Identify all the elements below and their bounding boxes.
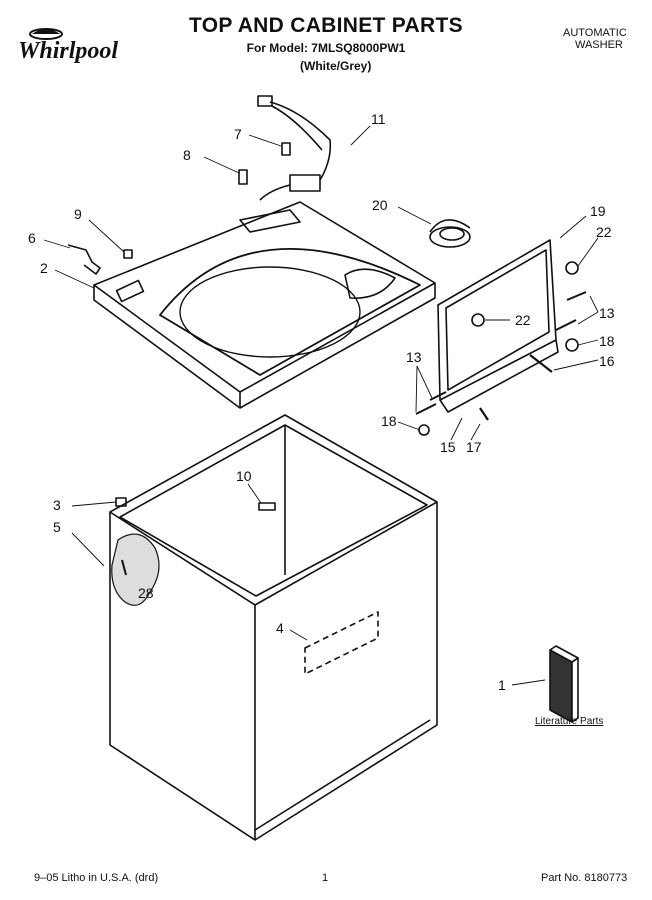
callout-19: 19 — [590, 203, 606, 219]
callout-22-upper: 22 — [596, 224, 612, 240]
callout-18-left: 18 — [381, 413, 397, 429]
cabinet-drawing — [109, 414, 438, 841]
leader-4 — [289, 629, 308, 641]
footer-part-number: Part No. 8180773 — [541, 872, 628, 884]
wire-harness-drawing — [239, 95, 332, 233]
callout-10: 10 — [236, 468, 252, 484]
callout-16: 16 — [599, 353, 615, 369]
leader-13-right-a — [589, 295, 599, 313]
leader-13-left-a — [415, 365, 418, 413]
leader-20 — [397, 206, 432, 225]
callout-9: 9 — [74, 206, 82, 222]
svg-text:Whirlpool: Whirlpool — [18, 38, 118, 64]
leader-7 — [248, 134, 282, 147]
leader-8 — [203, 156, 240, 174]
leader-13-left-b — [416, 365, 433, 399]
callout-18-right: 18 — [599, 333, 615, 349]
screw-7-drawing — [281, 142, 291, 156]
product-type-line-2: WASHER — [575, 39, 623, 51]
lid-hinge-17-drawing — [479, 407, 489, 421]
callout-28: 28 — [138, 585, 154, 601]
leader-22-upper — [577, 237, 599, 267]
leader-13-right-b — [577, 311, 599, 325]
callout-15: 15 — [440, 439, 456, 455]
literature-parts-label: Literature Parts — [535, 716, 604, 727]
footer-litho: 9–05 Litho in U.S.A. (drd) — [34, 872, 159, 884]
leader-5 — [71, 532, 105, 567]
leader-17 — [470, 423, 481, 441]
callout-6: 6 — [28, 230, 36, 246]
bumper-22-lower-drawing — [471, 313, 485, 327]
label-4-drawing — [304, 611, 379, 675]
leader-10 — [247, 483, 262, 504]
color-line: (White/Grey) — [300, 59, 372, 73]
callout-11: 11 — [371, 111, 386, 127]
callout-22-lower: 22 — [515, 312, 531, 328]
leader-16 — [553, 359, 599, 371]
callout-13-left: 13 — [406, 349, 422, 365]
bumper-22-upper-drawing — [565, 261, 579, 275]
page-title: TOP AND CABINET PARTS — [189, 14, 463, 37]
leader-3 — [71, 501, 117, 507]
leader-2 — [54, 269, 95, 289]
lid-hinge-16-drawing — [529, 354, 553, 373]
leader-18-right — [577, 339, 599, 346]
screw-10-drawing — [258, 502, 276, 511]
cutaway-28-drawing — [111, 533, 160, 606]
callout-8: 8 — [183, 147, 191, 163]
nut-18-right-drawing — [565, 338, 579, 352]
screw-8-drawing — [238, 169, 248, 185]
leader-9 — [88, 219, 125, 253]
callout-13-right: 13 — [599, 305, 615, 321]
leader-1 — [511, 679, 546, 686]
callout-4: 4 — [276, 620, 284, 636]
callout-1: 1 — [498, 677, 506, 693]
leader-18-left — [397, 421, 421, 431]
footer-page-number: 1 — [322, 872, 329, 884]
lid-19-drawing — [437, 239, 559, 413]
callout-17: 17 — [466, 439, 482, 455]
model-line: For Model: 7MLSQ8000PW1 — [246, 41, 406, 55]
whirlpool-logo: Whirlpool — [16, 26, 138, 68]
product-type-line-1: AUTOMATIC — [563, 27, 627, 39]
callout-7: 7 — [234, 126, 242, 142]
top-panel-drawing — [93, 201, 436, 409]
callout-5: 5 — [53, 519, 61, 535]
bleach-cup-20-drawing — [429, 219, 471, 248]
leader-11 — [350, 125, 371, 146]
leader-6 — [43, 239, 71, 249]
nut-18-left-drawing — [418, 424, 430, 436]
callout-2: 2 — [40, 260, 48, 276]
leader-15 — [450, 417, 463, 441]
leader-19 — [559, 215, 587, 239]
callout-20: 20 — [372, 197, 388, 213]
callout-3: 3 — [53, 497, 61, 513]
literature-parts-drawing — [549, 645, 579, 723]
part-9-drawing — [123, 249, 133, 259]
part-3-drawing — [115, 497, 127, 507]
hinge-clip-6-drawing — [67, 244, 101, 275]
